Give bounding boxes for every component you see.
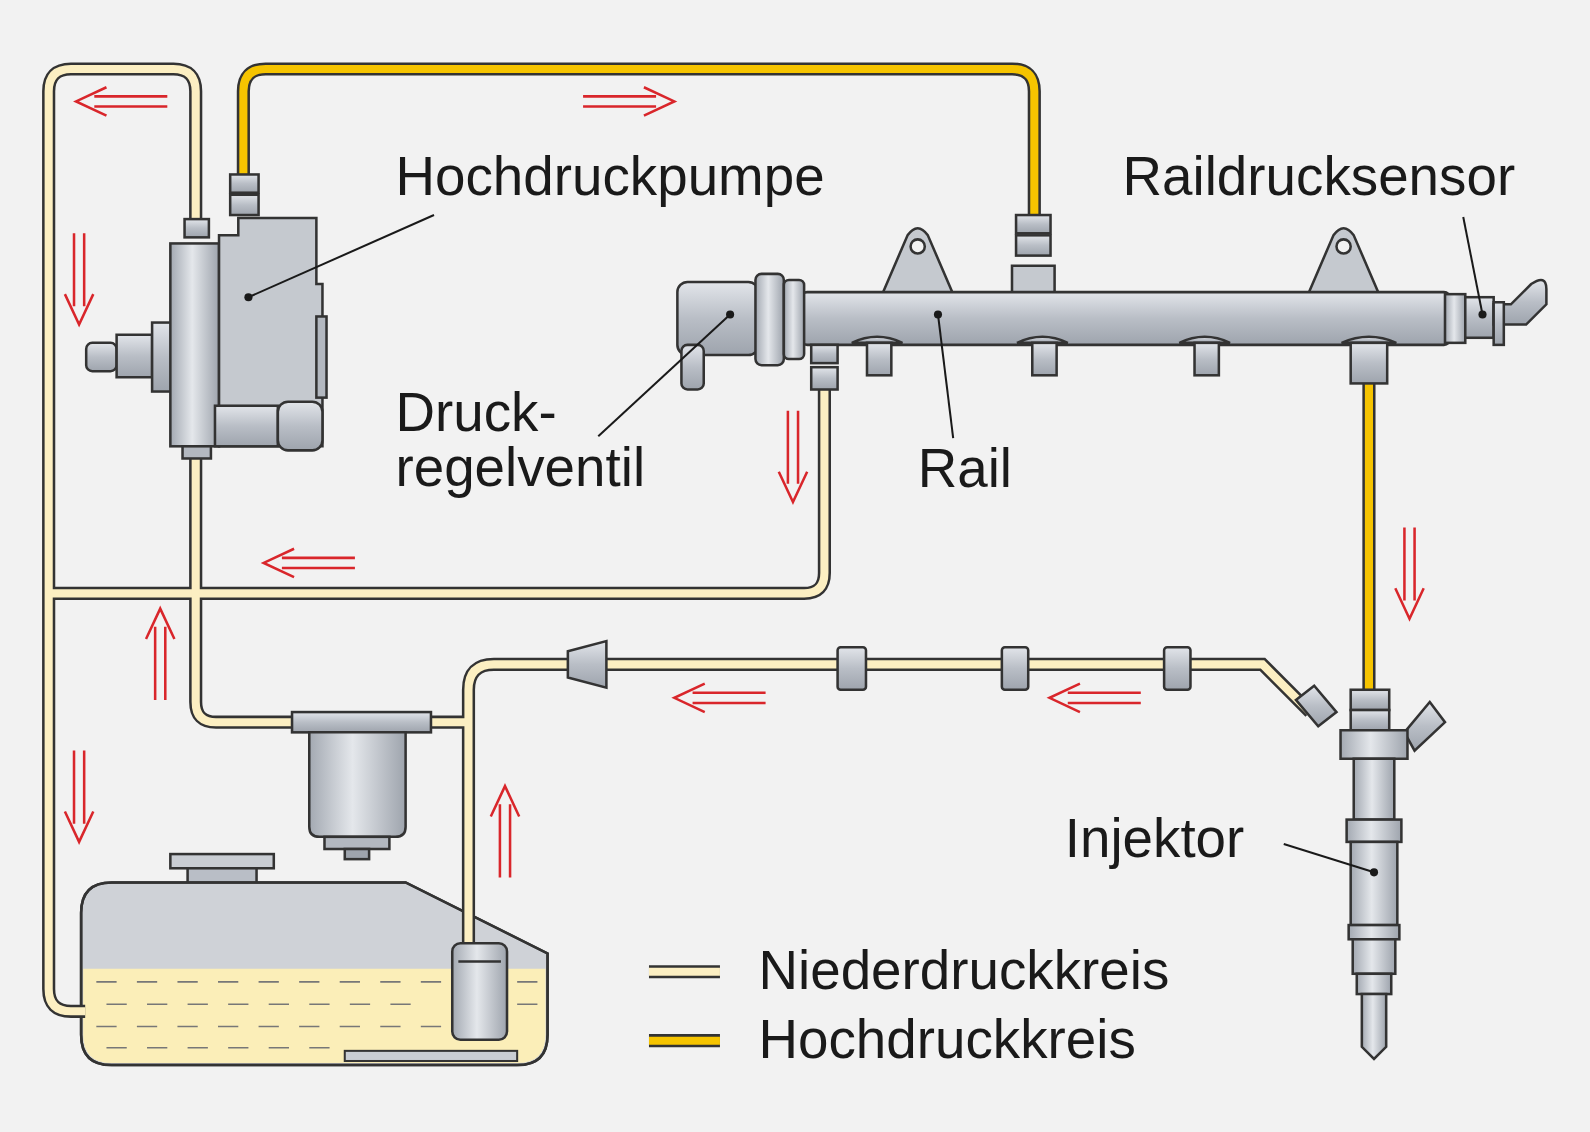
fuel-tank: [81, 854, 547, 1065]
leader-lines: [248, 215, 1482, 872]
tank-pump: [452, 943, 507, 1039]
legend-text: Niederdruckkreis: [758, 942, 1169, 997]
part-label: Hochdruckpumpe: [395, 148, 824, 203]
part-label: Raildrucksensor: [1123, 148, 1516, 203]
flow-arrows: [65, 87, 1424, 877]
common-rail: [677, 215, 1546, 389]
low-pressure-lines: [49, 69, 1310, 1011]
injector: [1296, 686, 1445, 1059]
line-connectors: [568, 641, 1191, 690]
part-label: Rail: [918, 440, 1012, 495]
fuel-filter: [292, 712, 431, 859]
legend-samples: [649, 972, 720, 1041]
legend-text: Hochdruckkreis: [758, 1011, 1135, 1066]
high-pressure-pump: [86, 174, 326, 458]
part-label: Injektor: [1065, 810, 1245, 865]
part-label: Druck- regelventil: [395, 384, 689, 494]
